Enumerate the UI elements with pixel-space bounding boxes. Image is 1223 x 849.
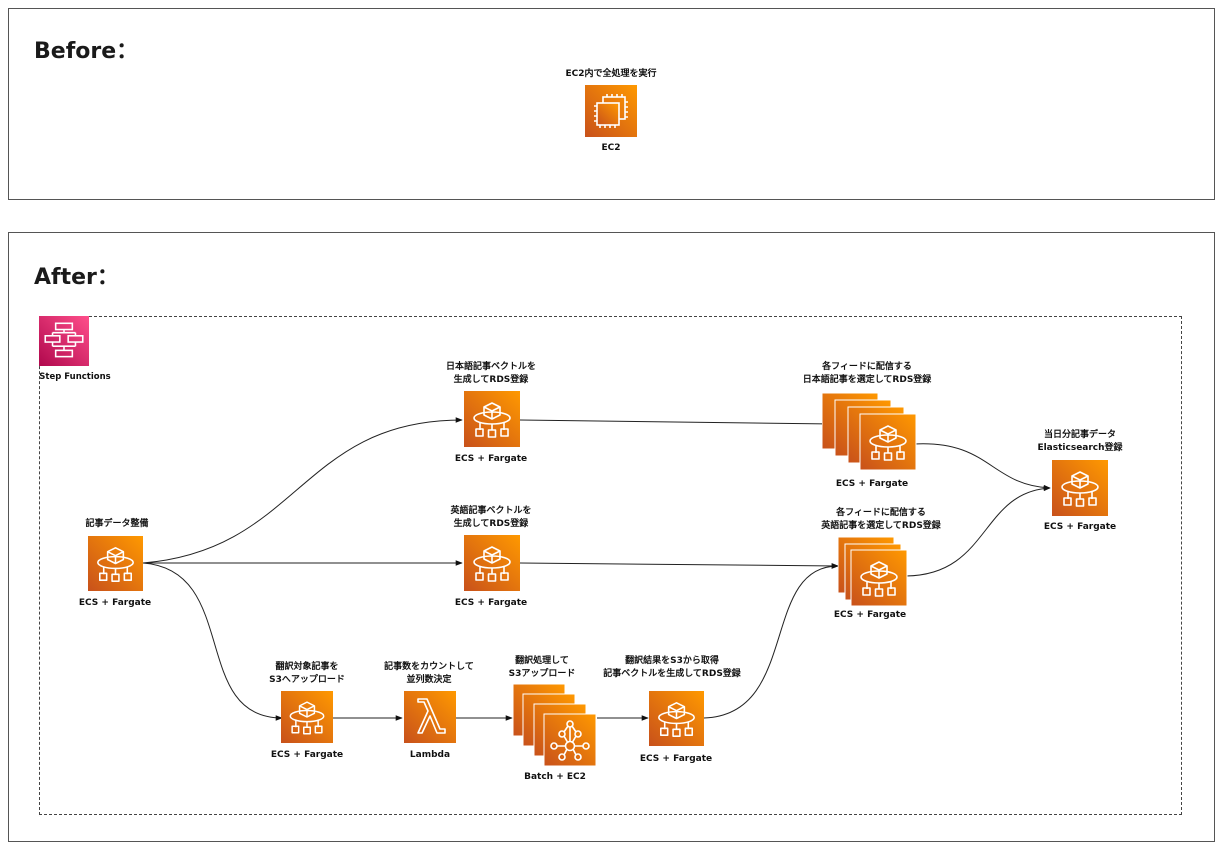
edge-en-enfeed	[519, 562, 839, 569]
edge-transvec-enfeed	[703, 563, 839, 719]
node-translate-vec-label: 翻訳結果をS3から取得記事ベクトルを生成してRDS登録	[603, 656, 741, 679]
fargate-icon[interactable]	[464, 535, 520, 591]
fargate-stack-ja[interactable]	[821, 392, 918, 471]
edge-prep-ja	[142, 417, 463, 564]
fargate-icon[interactable]	[649, 691, 704, 746]
ec2-caption: EC2	[601, 143, 621, 153]
edge-enfeed-es	[905, 485, 1051, 577]
batch-icon[interactable]	[512, 683, 597, 767]
node-ja-feed-label: 各フィードに配信する日本語記事を選定してRDS登録	[802, 362, 932, 385]
node-lambda-caption: Lambda	[409, 750, 451, 760]
step-functions-icon[interactable]	[39, 316, 89, 366]
node-ja-vec-caption: ECS + Fargate	[454, 454, 528, 464]
after-title: After：	[34, 265, 119, 290]
node-en-feed-label: 各フィードに配信する英語記事を選定してRDS登録	[821, 508, 941, 531]
before-title: Before：	[34, 39, 139, 64]
edge-prep-upload	[142, 562, 283, 721]
edge-ja-jafeed	[519, 419, 835, 427]
fargate-icon[interactable]	[281, 691, 333, 743]
node-lambda-label: 記事数をカウントして並列数決定	[384, 662, 474, 685]
step-functions-frame	[39, 316, 1182, 815]
node-ja-feed-caption: ECS + Fargate	[835, 479, 909, 489]
node-upload-caption: ECS + Fargate	[270, 750, 344, 760]
node-en-vec-label: 英語記事ベクトルを生成してRDS登録	[450, 506, 532, 529]
after-panel: After：	[8, 232, 1215, 842]
step-functions-label: Step Functions	[39, 372, 111, 382]
fargate-icon[interactable]	[88, 536, 143, 591]
node-prep-label: 記事データ整備	[85, 519, 149, 529]
ec2-top-label: EC2内で全処理を実行	[565, 69, 657, 79]
node-en-vec-caption: ECS + Fargate	[454, 598, 528, 608]
node-es-caption: ECS + Fargate	[1043, 522, 1117, 532]
node-ja-vec-label: 日本語記事ベクトルを生成してRDS登録	[445, 362, 537, 385]
node-en-feed-caption: ECS + Fargate	[833, 610, 907, 620]
ec2-icon[interactable]	[585, 85, 637, 137]
fargate-icon[interactable]	[464, 391, 520, 447]
fargate-stack-en[interactable]	[837, 536, 908, 607]
lambda-icon[interactable]	[404, 691, 456, 743]
node-batch-caption: Batch + EC2	[524, 772, 586, 782]
node-translate-vec-caption: ECS + Fargate	[639, 754, 713, 764]
edge-jafeed-es	[913, 443, 1051, 491]
node-prep-caption: ECS + Fargate	[78, 598, 152, 608]
fargate-icon[interactable]	[1052, 460, 1108, 516]
